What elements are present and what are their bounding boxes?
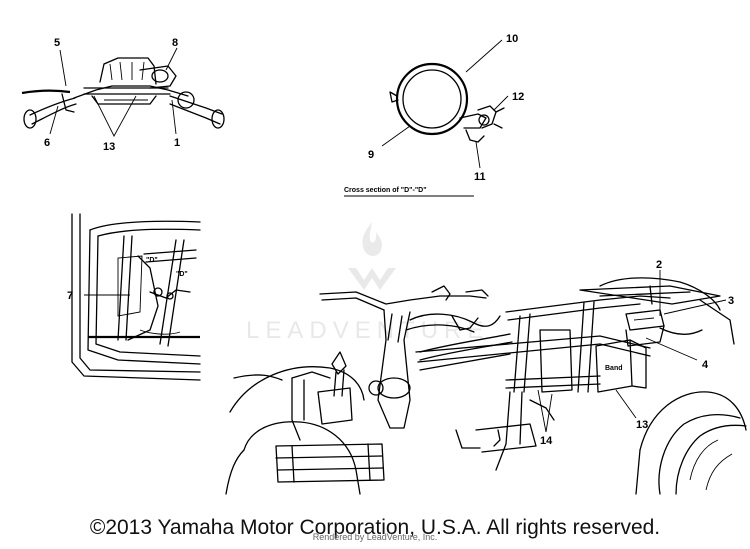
flame-icon: [362, 222, 382, 256]
callout-5: 5: [54, 37, 60, 49]
chevron-logo-icon: [348, 268, 396, 290]
callout-2: 2: [656, 259, 662, 271]
rendered-by-notice: Rendered by LeadVenture, Inc.: [312, 532, 438, 542]
cross-section-label: Cross section of "D"-"D": [344, 187, 427, 194]
callout-9: 9: [368, 149, 374, 161]
cross-section-view: 10 12 9 11 Cross section of "D"-"D": [344, 33, 524, 197]
callout-14: 14: [540, 435, 553, 447]
callout-13-handlebar: 13: [103, 141, 115, 153]
watermark-text: LEADVENTURE: [246, 317, 489, 344]
handlebar-view: 5 8 6 13 1: [21, 37, 225, 153]
d-mark-right: "D": [176, 271, 188, 278]
callout-10: 10: [506, 33, 518, 45]
callout-12: 12: [512, 91, 524, 103]
frame-detail-view: 7 "D" "D": [67, 213, 201, 381]
band-label: Band: [605, 365, 623, 372]
d-mark-left: "D": [146, 257, 158, 264]
callout-8: 8: [172, 37, 178, 49]
callout-13-frame: 13: [636, 419, 648, 431]
atv-main-view: Band 2 3 4 13 14: [225, 259, 747, 495]
callout-1: 1: [174, 137, 180, 149]
callout-11: 11: [474, 171, 486, 183]
callout-7: 7: [67, 290, 73, 302]
callout-3: 3: [728, 295, 734, 307]
copyright-notice: ©2013 Yamaha Motor Corporation, U.S.A. A…: [89, 516, 661, 539]
callout-4: 4: [702, 359, 709, 371]
callout-6: 6: [44, 137, 50, 149]
leadventure-watermark: LEADVENTURE: [246, 222, 489, 344]
